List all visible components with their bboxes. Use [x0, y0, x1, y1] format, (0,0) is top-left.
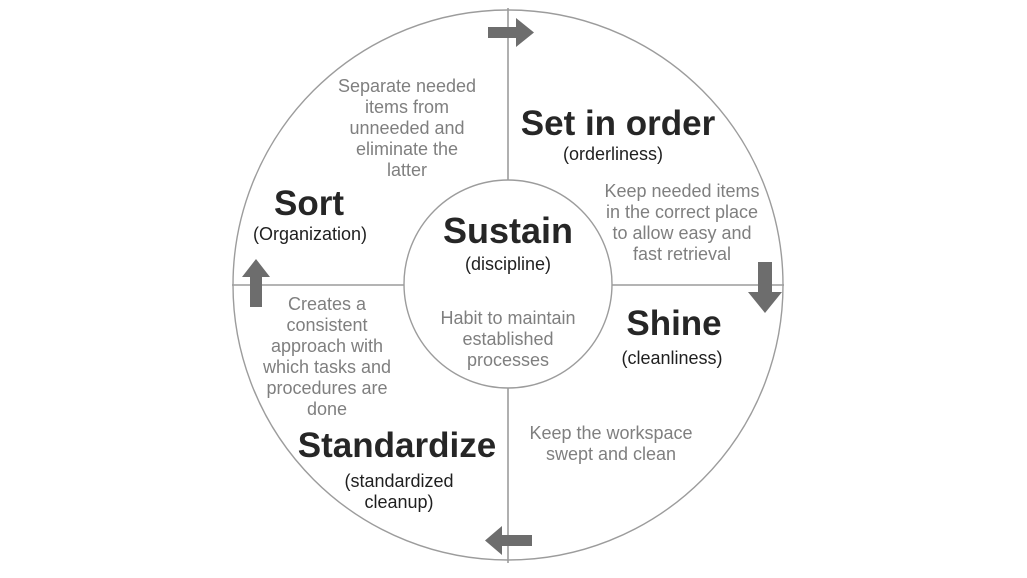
- up-arrow-icon: [242, 259, 270, 307]
- standardize-subtitle: (standardized cleanup): [344, 471, 454, 512]
- shine-heading: Shine: [626, 304, 722, 343]
- sort-description: Separate needed items from unneeded and …: [337, 76, 477, 180]
- sort-subtitle: (Organization): [252, 224, 368, 244]
- sustain-heading: Sustain: [442, 210, 574, 251]
- sort-heading: Sort: [274, 184, 344, 223]
- left-arrow-icon: [485, 526, 532, 555]
- inner-circle: [403, 179, 613, 389]
- set-in-order-subtitle: (orderliness): [562, 144, 664, 164]
- sustain-subtitle: (discipline): [464, 254, 552, 274]
- standardize-heading: Standardize: [297, 426, 497, 465]
- shine-subtitle: (cleanliness): [621, 348, 723, 368]
- sustain-description: Habit to maintain established processes: [440, 308, 576, 370]
- set-in-order-heading: Set in order: [520, 104, 716, 143]
- down-arrow-icon: [748, 262, 782, 313]
- set-in-order-description: Keep needed items in the correct place t…: [604, 181, 760, 264]
- standardize-description: Creates a consistent approach with which…: [262, 294, 392, 419]
- shine-description: Keep the workspace swept and clean: [529, 423, 693, 464]
- right-arrow-icon: [488, 18, 534, 47]
